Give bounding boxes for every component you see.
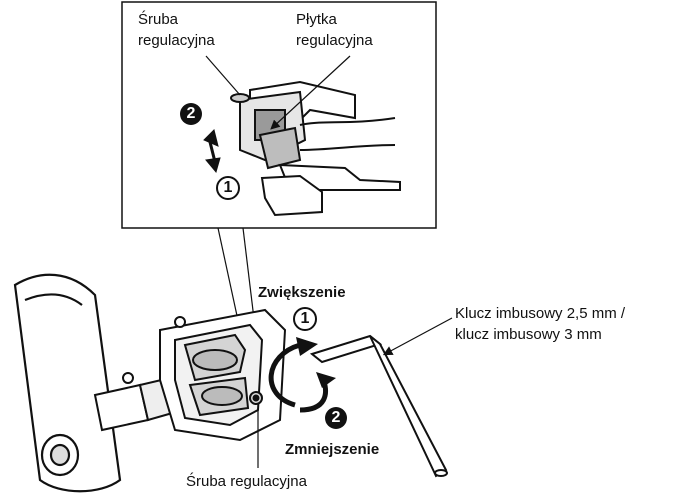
main-step-2-badge: 2 bbox=[325, 407, 347, 429]
inset-step-1-badge: 1 bbox=[216, 176, 240, 200]
bottom-screw-label: Śruba regulacyjna bbox=[186, 472, 307, 491]
crank-arm bbox=[15, 275, 120, 491]
inset-plate-label-line2: regulacyjna bbox=[296, 31, 373, 50]
main-step-1-badge: 1 bbox=[293, 307, 317, 331]
increase-label: Zwiększenie bbox=[258, 283, 346, 302]
wrench-label-line2: klucz imbusowy 3 mm bbox=[455, 325, 602, 344]
inset-plate-label-line1: Płytka bbox=[296, 10, 337, 29]
inset-screw-label-line2: regulacyjna bbox=[138, 31, 215, 50]
inset-step-2-badge: 2 bbox=[180, 103, 202, 125]
inset-screw-label-line1: Śruba bbox=[138, 10, 178, 29]
decrease-label: Zmniejszenie bbox=[285, 440, 379, 459]
wrench-label-line1: Klucz imbusowy 2,5 mm / bbox=[455, 304, 625, 323]
